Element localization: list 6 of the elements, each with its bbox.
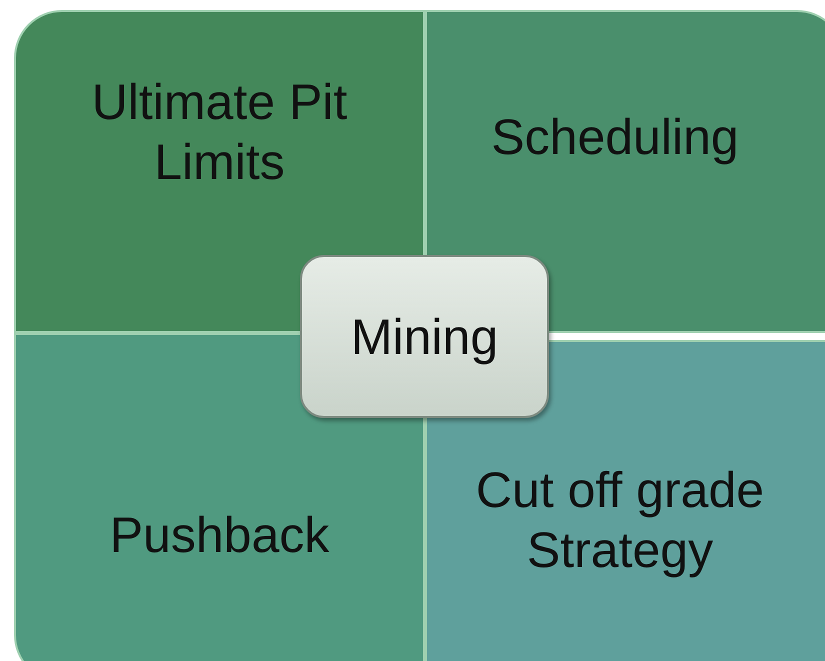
node-label: Pushback [110,506,330,565]
node-label: Cut off grade Strategy [474,461,766,580]
node-label: Ultimate Pit Limits [90,73,348,192]
node-label: Scheduling [491,108,739,167]
node-label: Mining [350,308,498,366]
center-box [300,255,549,418]
